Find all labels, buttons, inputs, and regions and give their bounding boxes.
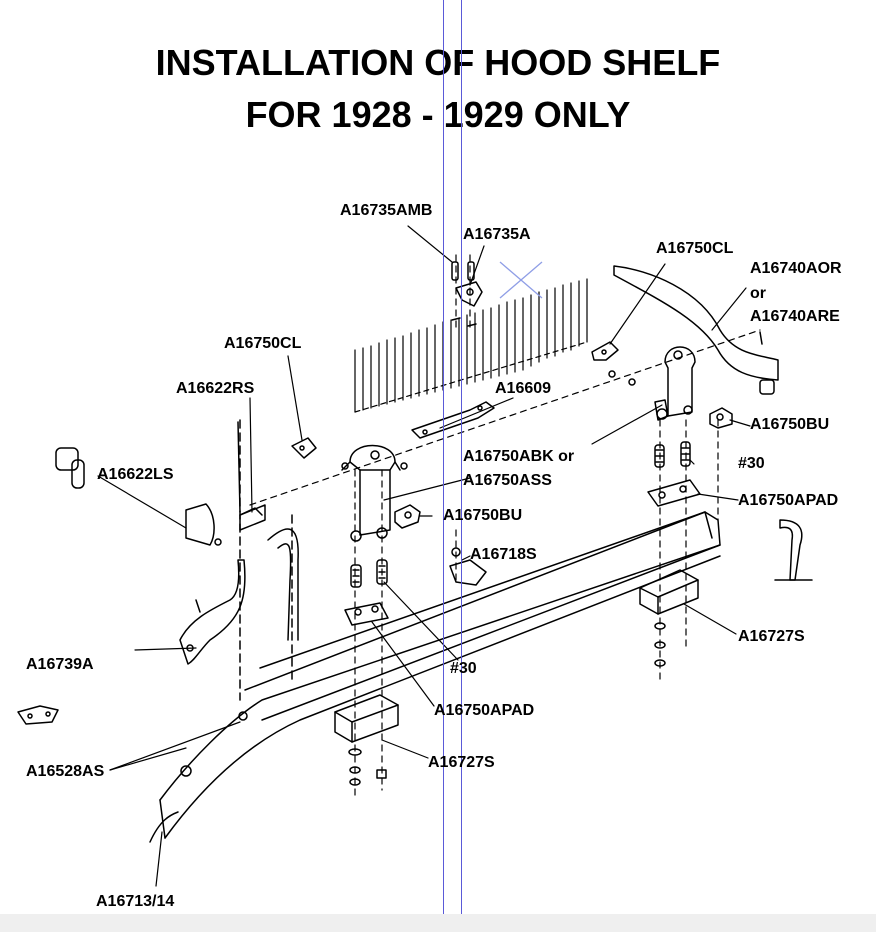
label-or-1: or	[750, 285, 766, 302]
center-block	[334, 694, 399, 743]
title-line-2: FOR 1928 - 1929 ONLY	[245, 94, 631, 135]
label-a16750apad-center: A16750APAD	[434, 702, 535, 719]
lower-hardware	[348, 622, 666, 786]
hood-shelf-rail	[244, 511, 721, 721]
label-a16739a: A16739A	[26, 656, 94, 673]
label-a16750cl-left: A16750CL	[224, 335, 302, 352]
center-hinge-bracket	[341, 444, 408, 542]
leader-lines	[97, 225, 751, 887]
label-a16750bu-center: A16750BU	[443, 507, 523, 524]
guide-line-left	[443, 0, 444, 914]
label-a16727s-right: A16727S	[738, 628, 805, 645]
loose-bracket	[17, 705, 59, 725]
label-a16727s-center: A16727S	[428, 754, 495, 771]
bumper-center	[394, 504, 421, 529]
label-a16735amb: A16735AMB	[340, 202, 433, 219]
label-a16750ass: A16750ASS	[463, 472, 552, 489]
fender-panel	[149, 544, 721, 843]
right-bolts	[654, 441, 691, 468]
center-pad	[344, 602, 389, 626]
label-a16609: A16609	[495, 380, 552, 397]
clip-a16718s	[449, 547, 487, 586]
label-a16718s: A16718S	[470, 546, 537, 563]
label-a16750cl-right: A16750CL	[656, 240, 734, 257]
radiator-grille	[354, 278, 588, 413]
label-a16740are: A16740ARE	[750, 308, 840, 325]
right-hinge-bracket	[654, 346, 696, 421]
x-mark	[499, 261, 543, 299]
label-a16713-14: A16713/14	[96, 893, 175, 910]
label-a16622ls: A16622LS	[97, 466, 174, 483]
label-a16750bu-right: A16750BU	[750, 416, 830, 433]
right-block	[639, 569, 699, 615]
piece-a16622ls	[55, 447, 222, 546]
label-num30-center: #30	[450, 660, 477, 677]
label-a16622rs: A16622RS	[176, 380, 255, 397]
bracket-a16609	[411, 401, 495, 439]
hook-piece	[774, 519, 813, 581]
label-a16750abk: A16750ABK or	[463, 448, 575, 465]
left-apron	[239, 419, 299, 701]
title-line-1: INSTALLATION OF HOOD SHELF	[155, 42, 721, 83]
clip-left	[291, 437, 317, 459]
bumper-right	[709, 407, 733, 429]
label-a16528as: A16528AS	[26, 763, 105, 780]
label-a16740aor: A16740AOR	[750, 260, 842, 277]
center-bolts	[350, 559, 388, 588]
label-a16735a: A16735A	[463, 226, 531, 243]
assembly-lines	[249, 254, 761, 801]
guide-line-right	[461, 0, 462, 914]
right-pad	[647, 479, 701, 507]
label-num30-right: #30	[738, 455, 765, 472]
upright-rs	[237, 421, 263, 516]
bottom-scroll-strip	[0, 914, 876, 932]
clip-right	[591, 341, 636, 386]
label-a16750apad-right: A16750APAD	[738, 492, 839, 509]
hood-rest	[613, 265, 779, 395]
